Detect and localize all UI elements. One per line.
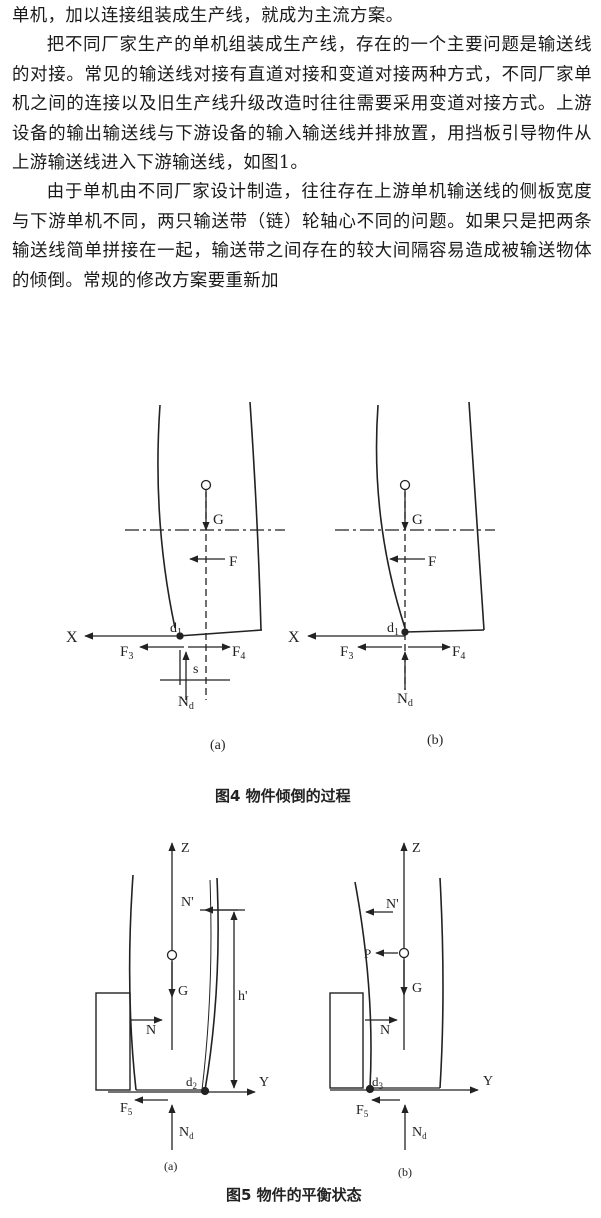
subfig-b-label: (b) bbox=[427, 733, 444, 748]
label-N: N bbox=[146, 1023, 156, 1038]
object-outline-right bbox=[468, 401, 485, 631]
figure4-panel-b bbox=[307, 401, 495, 690]
figure5-panel-a bbox=[95, 842, 256, 1150]
guide-block bbox=[95, 992, 131, 1091]
object-base bbox=[177, 629, 263, 637]
paragraph-3: 由于单机由不同厂家设计制造，往往存在上游单机输送线的侧板宽度与下游单机不同，两只… bbox=[12, 182, 592, 291]
paragraph-1: 单机，加以连接组装成生产线，就成为主流方案。 bbox=[12, 6, 404, 26]
label-F: F bbox=[428, 554, 436, 570]
label-d1: d1 bbox=[387, 621, 399, 638]
label-F5: F5 bbox=[120, 1101, 133, 1117]
object-outline-left bbox=[354, 881, 372, 1089]
paragraph-2: 把不同厂家生产的单机组装成生产线，存在的一个主要问题是输送线的对接。常见的输送线… bbox=[12, 35, 592, 174]
label-Nd: Nd bbox=[179, 1125, 194, 1141]
figure4-caption: 图4 物件倾倒的过程 bbox=[215, 787, 351, 805]
label-F4: F4 bbox=[232, 644, 245, 662]
center-of-gravity bbox=[398, 947, 410, 959]
figure5-caption: 图5 物件的平衡状态 bbox=[226, 1186, 362, 1204]
figure4-panel-a bbox=[84, 401, 285, 700]
label-G: G bbox=[412, 981, 422, 996]
label-F3: F3 bbox=[120, 644, 133, 662]
object-base bbox=[404, 629, 485, 633]
figure4-panel-a-labels: G F X d1 F3 F4 s Nd (a) bbox=[66, 512, 245, 753]
figure5-panel-b-labels: Z N' P G N d3 Y F5 Nd (b) bbox=[356, 841, 493, 1179]
guide-block bbox=[329, 992, 364, 1089]
center-of-gravity bbox=[200, 479, 212, 491]
label-d1: d1 bbox=[170, 621, 182, 638]
subfig-a-label: (a) bbox=[164, 1159, 177, 1173]
label-Nprime: N' bbox=[386, 897, 399, 912]
label-X: X bbox=[66, 629, 78, 646]
label-G: G bbox=[412, 512, 423, 528]
label-X: X bbox=[288, 629, 300, 646]
figure4-panel-b-labels: G F X d1 F3 F4 Nd (b) bbox=[288, 512, 465, 748]
label-P: P bbox=[364, 946, 371, 961]
label-Nd: Nd bbox=[178, 694, 194, 712]
pivot-d3 bbox=[365, 1084, 375, 1094]
label-Z: Z bbox=[412, 841, 421, 856]
label-h: h' bbox=[238, 989, 248, 1004]
subfig-b-label: (b) bbox=[398, 1165, 412, 1179]
label-G: G bbox=[178, 984, 188, 999]
pivot-d2 bbox=[200, 1086, 210, 1096]
pivot-d1 bbox=[401, 628, 409, 636]
label-Z: Z bbox=[181, 841, 190, 856]
label-Nprime: N' bbox=[181, 895, 194, 910]
label-N: N bbox=[380, 1023, 390, 1038]
object-outline-left bbox=[157, 404, 176, 629]
body-text: 单机，加以连接组装成生产线，就成为主流方案。 把不同厂家生产的单机组装成生产线，… bbox=[12, 2, 592, 296]
label-F3: F3 bbox=[340, 644, 353, 662]
object-outline-right bbox=[249, 401, 262, 631]
subfig-a-label: (a) bbox=[210, 738, 226, 753]
label-d2: d2 bbox=[186, 1074, 197, 1091]
label-Y: Y bbox=[259, 1075, 269, 1090]
label-s: s bbox=[193, 662, 198, 677]
object-outline-right bbox=[204, 877, 219, 1091]
center-of-gravity bbox=[399, 479, 411, 491]
pivot-d1 bbox=[176, 632, 184, 640]
figure5-panel-b bbox=[329, 842, 479, 1150]
object-outline-left bbox=[128, 874, 137, 1091]
label-F5: F5 bbox=[356, 1103, 369, 1119]
label-Nd: Nd bbox=[397, 691, 413, 709]
object-outline-right bbox=[439, 877, 444, 1089]
label-G: G bbox=[213, 512, 224, 528]
label-F: F bbox=[229, 554, 237, 570]
label-F4: F4 bbox=[452, 644, 465, 662]
label-d3: d3 bbox=[372, 1074, 384, 1091]
center-of-gravity bbox=[166, 949, 178, 961]
label-Y: Y bbox=[483, 1074, 493, 1089]
figure5-panel-a-labels: Z N' G h' N d2 Y F5 Nd (a) bbox=[120, 841, 269, 1173]
label-Nd: Nd bbox=[412, 1125, 427, 1141]
object-outline-left bbox=[375, 404, 406, 629]
